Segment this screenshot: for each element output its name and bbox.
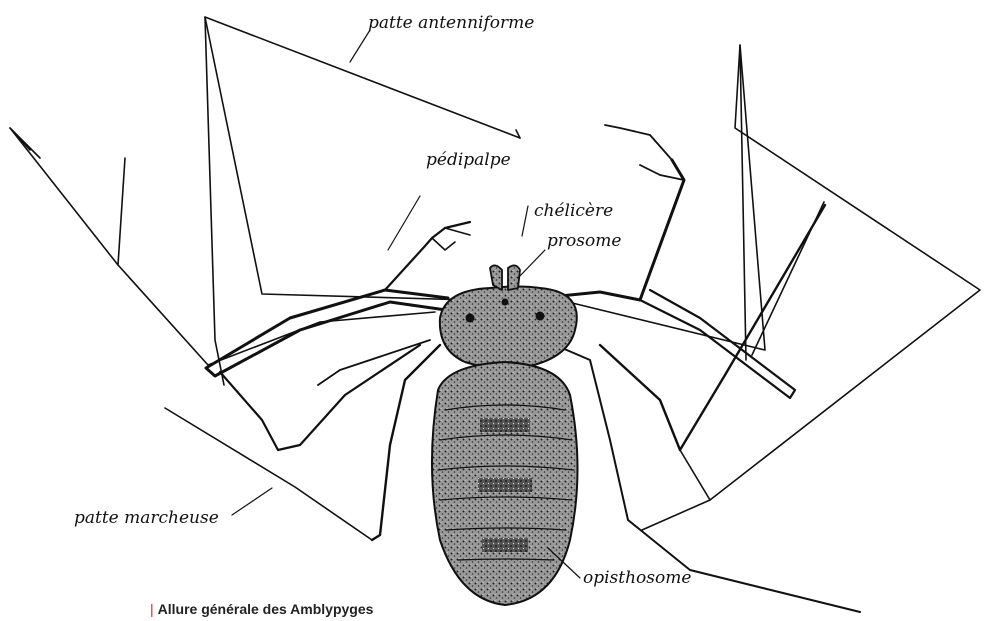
left-walking-leg-1 [10, 128, 435, 365]
label-patte-marcheuse: patte marcheuse [74, 510, 219, 527]
figure-caption: |Allure générale des Amblypyges [150, 602, 373, 616]
label-patte-antenniforme: patte antenniforme [368, 15, 534, 32]
prosome-shape [440, 287, 577, 369]
label-prosome: prosome [547, 233, 621, 250]
label-chelicere: chélicère [534, 203, 613, 220]
label-opisthosome: opisthosome [583, 570, 691, 587]
opisthosome-shape [432, 362, 578, 605]
right-pedipalp [540, 125, 795, 398]
caption-text: Allure générale des Amblypyges [158, 601, 374, 617]
label-pedipalpe: pédipalpe [426, 152, 511, 169]
right-walking-leg-2 [555, 205, 860, 612]
right-antenniform-leg [560, 45, 980, 530]
left-pedipalp [206, 222, 470, 450]
caption-marker: | [150, 601, 154, 617]
